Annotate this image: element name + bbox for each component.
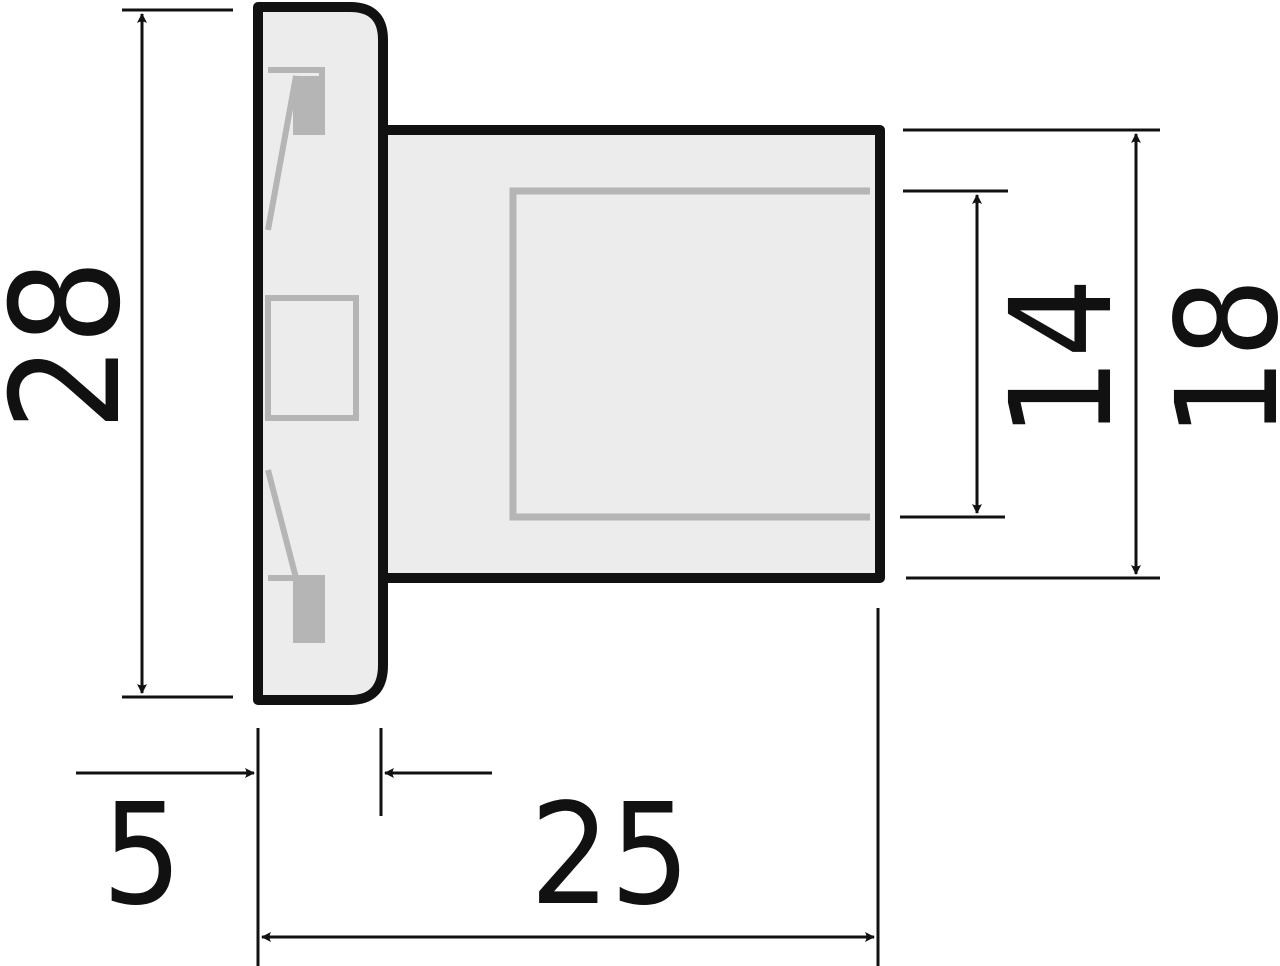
dimension-shaft-height	[903, 128, 1160, 580]
dimension-height-total	[122, 8, 233, 699]
dimension-inner-height	[900, 189, 1008, 519]
dimension-label-25: 25	[530, 774, 690, 937]
flange-notch-top	[296, 76, 322, 132]
dimension-label-5: 5	[102, 774, 182, 937]
dimension-label-28: 28	[0, 259, 154, 431]
dimension-flange-thickness	[76, 728, 492, 966]
flange-notch-bottom	[296, 578, 322, 640]
dimension-length-total	[261, 608, 880, 966]
dimension-label-18: 18	[1147, 278, 1280, 438]
shaft	[388, 125, 885, 583]
flange	[253, 2, 388, 705]
shaft-inner-recess	[509, 187, 870, 521]
dimension-label-14: 14	[981, 278, 1144, 438]
